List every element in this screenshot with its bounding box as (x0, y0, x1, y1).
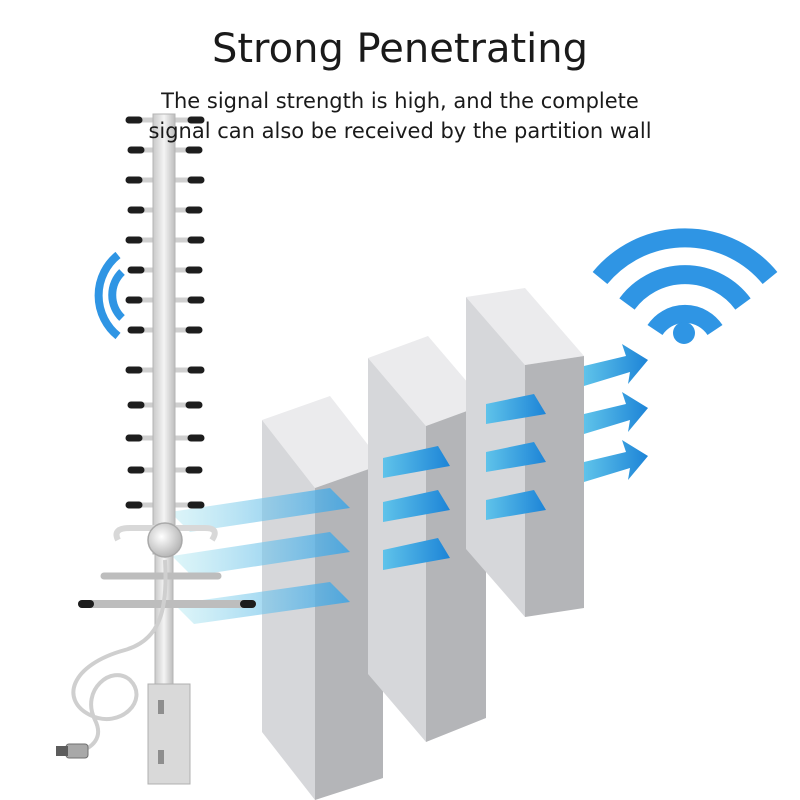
arrow-bottom (584, 440, 648, 482)
signal-beams (170, 394, 546, 624)
page-title: Strong Penetrating (212, 26, 588, 72)
subtitle-line-1: The signal strength is high, and the com… (160, 89, 639, 113)
arrow-middle (584, 392, 648, 434)
arrow-top (584, 344, 648, 386)
yagi-antenna-icon (56, 113, 256, 785)
signal-arrows (584, 344, 648, 482)
signal-waves-icon (94, 251, 125, 340)
subtitle-line-2: signal can also be received by the parti… (148, 119, 651, 143)
wifi-icon (592, 228, 778, 344)
